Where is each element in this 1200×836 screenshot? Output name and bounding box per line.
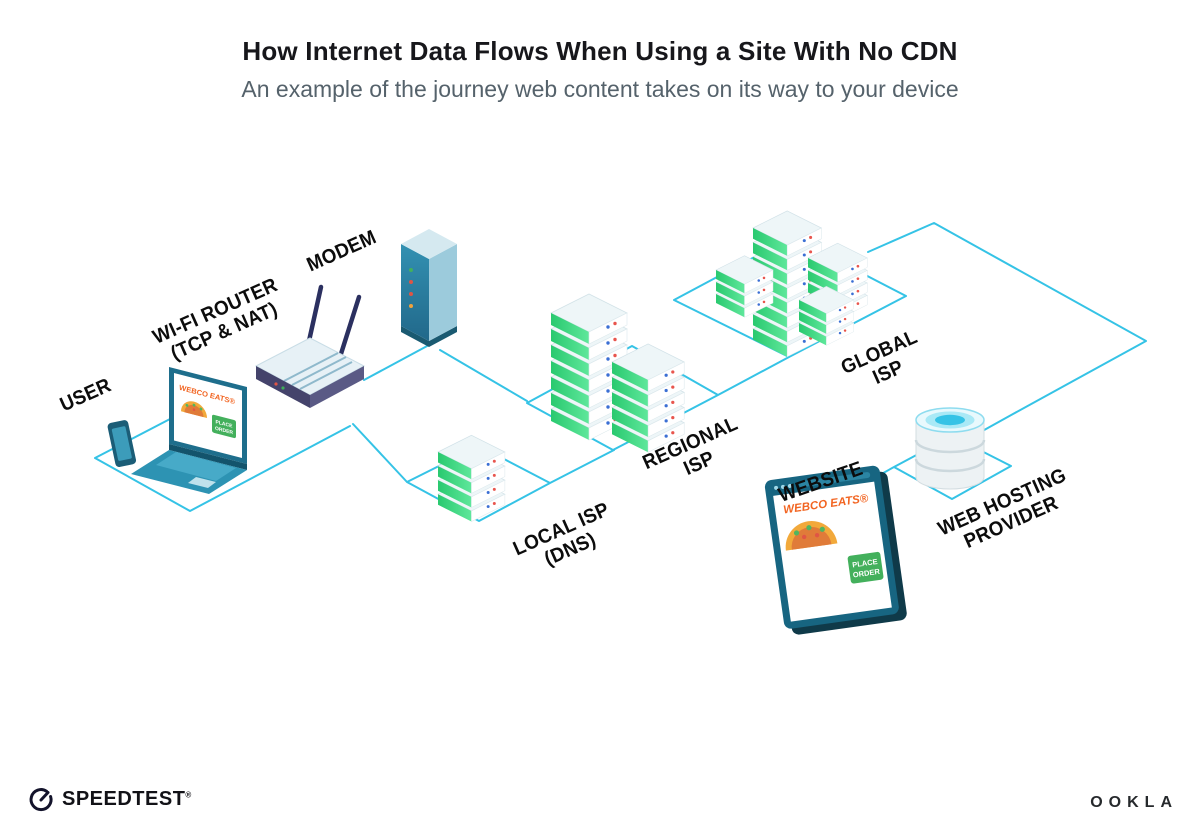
modem-illustration: [401, 229, 457, 347]
page-subtitle: An example of the journey web content ta…: [241, 76, 959, 102]
local-isp-servers: [438, 435, 505, 521]
user-laptop-illustration: WEBCO EATS® PLACE ORDER: [107, 367, 247, 494]
global-isp-servers: [716, 211, 867, 357]
page-title: How Internet Data Flows When Using a Sit…: [242, 36, 958, 66]
laptop-screen-taco-icon: [181, 401, 207, 419]
ookla-wordmark: OOKLA: [1090, 794, 1178, 811]
speedtest-wordmark: SPEEDTEST®: [62, 787, 192, 810]
svg-text:ORDER: ORDER: [215, 426, 233, 437]
website-illustration: WEBCO EATS® PLACE ORDER: [764, 465, 907, 635]
svg-text:PLACE: PLACE: [852, 557, 878, 569]
speedtest-logo: SPEEDTEST®: [28, 786, 192, 812]
laptop-screen-order-button: PLACE ORDER: [212, 414, 236, 439]
wifi-router-illustration: [254, 284, 366, 408]
speedtest-gauge-icon: [29, 788, 53, 812]
web-hosting-illustration: [914, 407, 986, 490]
regional-isp-servers: [551, 294, 684, 452]
website-taco-icon: [785, 521, 838, 551]
phone-icon: [107, 420, 137, 468]
svg-text:PLACE: PLACE: [216, 419, 234, 429]
website-order-button: PLACE ORDER: [847, 551, 884, 584]
network-connection-lines: [94, 222, 1147, 522]
svg-text:ORDER: ORDER: [852, 567, 881, 580]
